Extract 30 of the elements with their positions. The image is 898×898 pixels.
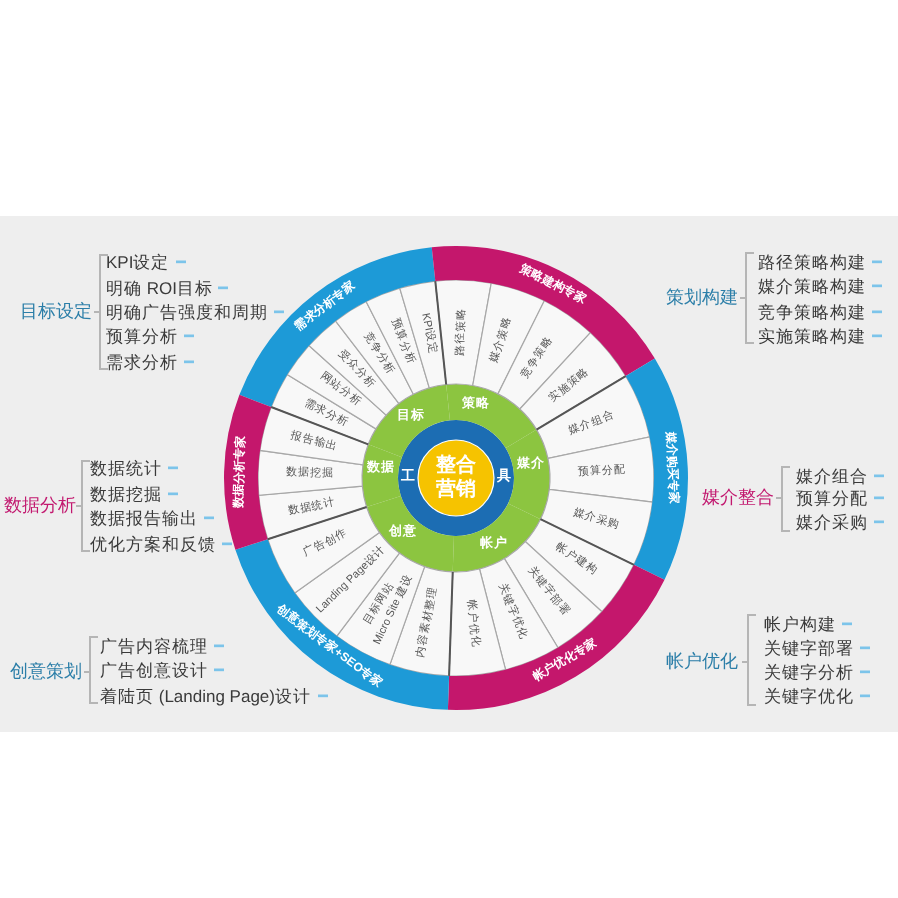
item-label: 路径策略构建 [758,251,866,273]
item-label: 竞争策略构建 [758,301,866,323]
item-label: 明确 ROI目标 [106,276,213,298]
category-label: 创意策划 [10,661,82,683]
item-label: 广告内容梳理 [100,635,208,657]
category-label: 目标设定 [20,301,92,323]
center-label: 整合营销 [435,455,477,501]
item-label: 媒介采购 [796,511,868,533]
item-label: 数据报告输出 [90,507,198,529]
item-label: 关键字分析 [764,661,854,683]
category-label: 帐户优化 [666,651,738,673]
item-label: 优化方案和反馈 [90,533,216,555]
category-label: 媒介整合 [702,487,774,509]
item-label: 媒介策略构建 [758,275,866,297]
item-label: 数据统计 [90,457,162,479]
category-label: 数据分析 [4,495,76,517]
category-label: 策划构建 [666,287,738,309]
item-label: KPI设定 [106,251,170,273]
item-label: 着陆页 (Landing Page)设计 [100,684,311,706]
item-label: 数据挖掘 [90,483,162,505]
item-label: 关键字优化 [764,685,854,707]
item-label: 预算分配 [796,487,868,509]
item-label: 关键字部署 [764,637,854,659]
item-label: 帐户构建 [764,613,836,635]
item-label: 广告创意设计 [100,659,208,681]
item-label: 明确广告强度和周期 [106,301,268,323]
item-label: 需求分析 [106,350,178,372]
item-label: 媒介组合 [796,465,868,487]
item-label: 预算分析 [106,325,178,347]
item-label: 实施策略构建 [758,324,866,346]
